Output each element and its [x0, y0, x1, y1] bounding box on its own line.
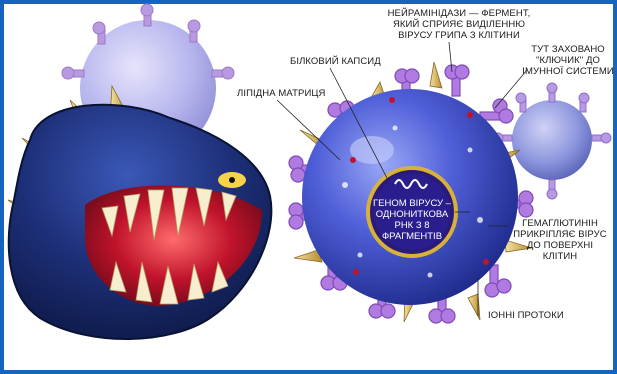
- label-virus-genome-line-1: ГЕНОМ ВІРУСУ –: [368, 198, 456, 209]
- label-lipid-matrix: ЛІПІДНА МАТРИЦЯ: [237, 88, 325, 99]
- label-immune-key: ТУТ ЗАХОВАНО "КЛЮЧИК" ДО ІМУННОЇ СИСТЕМИ: [520, 44, 616, 77]
- label-protein-capsid: БІЛКОВИЙ КАПСИД: [290, 56, 381, 67]
- label-neuraminidase-line-3: ВІРУСУ ГРИПА З КЛІТИНИ: [384, 30, 534, 41]
- label-hemagglutinin-line-4: КЛІТИН: [508, 251, 612, 262]
- label-immune-key-line-3: ІМУННОЇ СИСТЕМИ: [520, 66, 616, 77]
- label-neuraminidase-line-1: НЕЙРАМІНІДАЗИ — ФЕРМЕНТ,: [384, 8, 534, 19]
- label-virus-genome-line-3: РНК З 8: [368, 220, 456, 231]
- label-virus-genome-line-4: ФРАГМЕНТІВ: [368, 231, 456, 242]
- main-virus: [289, 62, 533, 323]
- label-hemagglutinin-line-2: ПРИКРІПЛЯЄ ВІРУС: [508, 229, 612, 240]
- label-immune-key-line-2: "КЛЮЧИК" ДО: [520, 55, 616, 66]
- label-immune-key-line-1: ТУТ ЗАХОВАНО: [520, 44, 616, 55]
- label-virus-genome: ГЕНОМ ВІРУСУ – ОДНОНИТКОВА РНК З 8 ФРАГМ…: [368, 198, 456, 242]
- label-ion-channels: ІОННІ ПРОТОКИ: [488, 310, 564, 321]
- monster-illustration: [8, 86, 271, 339]
- label-neuraminidase-line-2: ЯКИЙ СПРИЯЄ ВИДІЛЕННЮ: [384, 19, 534, 30]
- label-hemagglutinin: ГЕМАГЛЮТИНІН ПРИКРІПЛЯЄ ВІРУС ДО ПОВЕРХН…: [508, 218, 612, 262]
- label-neuraminidase: НЕЙРАМІНІДАЗИ — ФЕРМЕНТ, ЯКИЙ СПРИЯЄ ВИД…: [384, 8, 534, 41]
- label-hemagglutinin-line-1: ГЕМАГЛЮТИНІН: [508, 218, 612, 229]
- label-hemagglutinin-line-3: ДО ПОВЕРХНІ: [508, 240, 612, 251]
- label-virus-genome-line-2: ОДНОНИТКОВА: [368, 209, 456, 220]
